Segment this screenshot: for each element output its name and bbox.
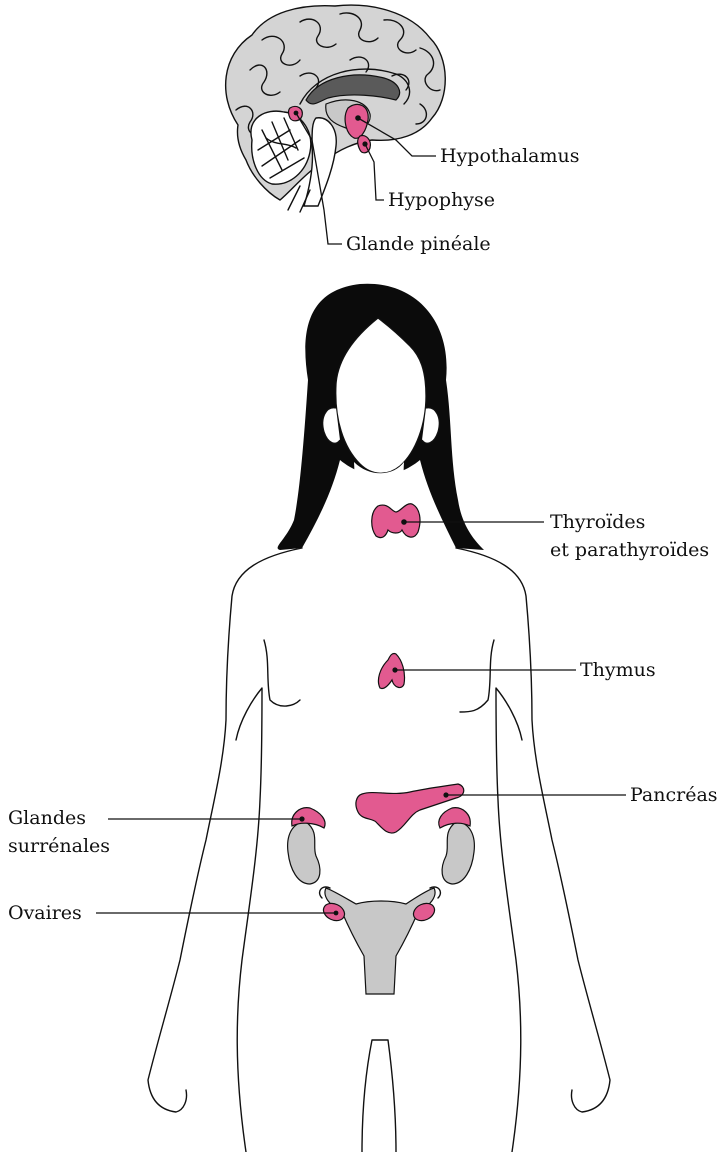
- label-thyroides-line2: et parathyroïdes: [550, 539, 709, 561]
- left-kidney: [288, 822, 320, 884]
- label-hypophyse: Hypophyse: [388, 189, 495, 211]
- body-leaders: [96, 522, 626, 913]
- label-pancreas: Pancréas: [630, 784, 718, 806]
- label-surrenales-line2: surrénales: [8, 835, 110, 857]
- right-kidney: [442, 822, 474, 884]
- uterus: [325, 888, 435, 994]
- label-glande-pineale: Glande pinéale: [346, 233, 491, 255]
- label-thyroides-line1: Thyroïdes: [550, 511, 645, 533]
- pancreas-gland: [356, 784, 464, 833]
- thymus-gland: [378, 653, 404, 688]
- body-outline: [148, 548, 610, 1152]
- label-ovaires: Ovaires: [8, 902, 82, 924]
- label-hypothalamus: Hypothalamus: [440, 145, 580, 167]
- brain: [226, 5, 446, 212]
- label-thymus: Thymus: [580, 659, 656, 681]
- label-surrenales-line1: Glandes: [8, 807, 86, 829]
